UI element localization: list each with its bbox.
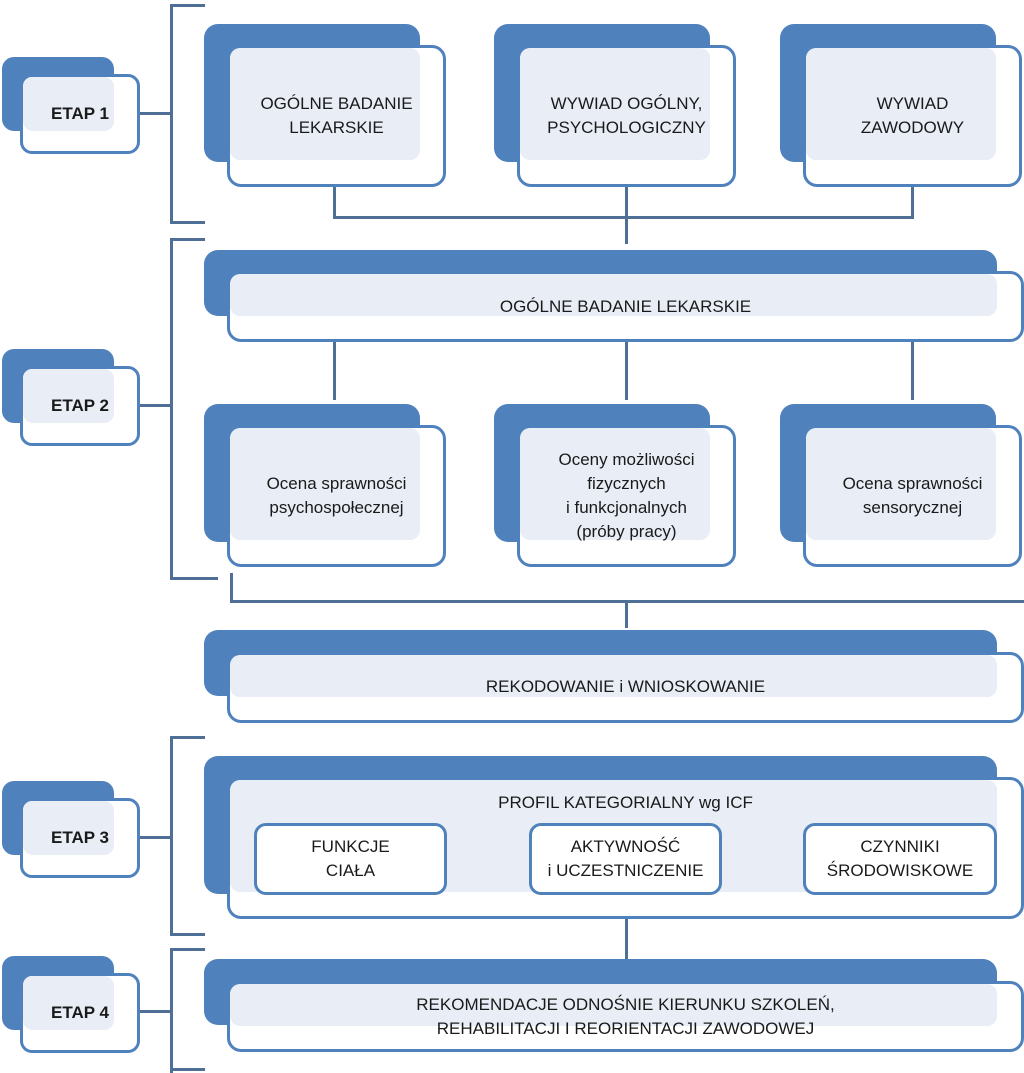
stage1-work-label: WYWIAD ZAWODOWY: [860, 94, 965, 137]
stage3-sub2-label: AKTYWNOŚĆ i UCZESTNICZENIE: [547, 837, 704, 880]
stage3-title: PROFIL KATEGORIALNY wg ICF: [498, 793, 753, 812]
stage2-psychosocial-label: Ocena sprawności psychospołecznej: [266, 474, 407, 517]
stage1-medical-label: OGÓLNE BADANIE LEKARSKIE: [260, 94, 413, 137]
stage1-interview-label: WYWIAD OGÓLNY, PSYCHOLOGICZNY: [547, 94, 706, 137]
stage2-header-label: OGÓLNE BADANIE LEKARSKIE: [499, 296, 752, 316]
etap4-label: ETAP 4: [51, 1003, 109, 1022]
stage2-physical-label: Oceny możliwości fizycznych i funkcjonal…: [558, 450, 695, 541]
stage2-sensory-label: Ocena sprawności sensorycznej: [842, 474, 983, 517]
stage3-sub3-label: CZYNNIKI ŚRODOWISKOWE: [826, 837, 974, 880]
etap1-label: ETAP 1: [51, 104, 109, 123]
recoding-label: REKODOWANIE i WNIOSKOWANIE: [485, 677, 766, 696]
stage4-label: REKOMENDACJE ODNOŚNIE KIERUNKU SZKOLEŃ, …: [416, 994, 835, 1038]
stage3-sub-activity: [529, 823, 722, 895]
etap2-label: ETAP 2: [51, 396, 109, 415]
stage3-sub1-label: FUNKCJE CIAŁA: [311, 837, 390, 880]
etap3-label: ETAP 3: [51, 828, 109, 847]
bracket-etap2: [170, 238, 173, 580]
stage3-sub-body-functions: [254, 823, 447, 895]
stage3-sub-environment: [803, 823, 997, 895]
